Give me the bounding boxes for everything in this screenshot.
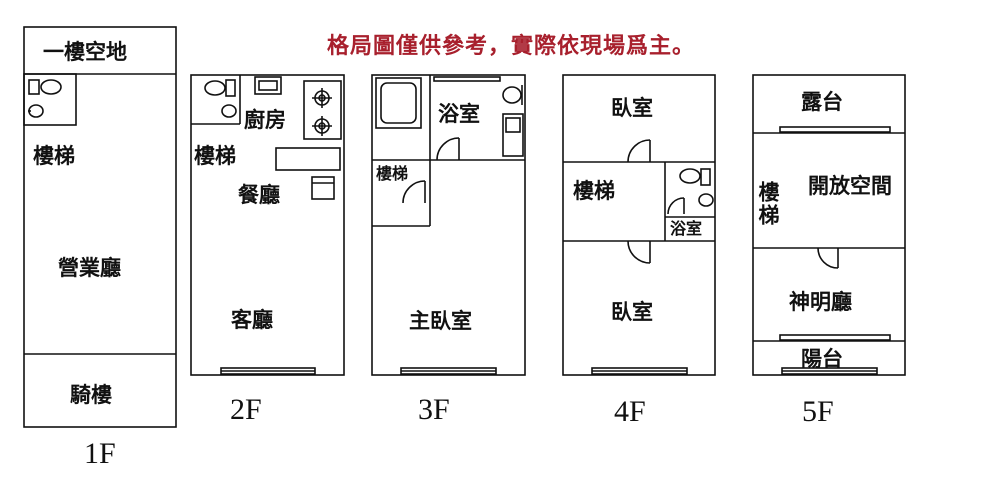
- 3f-room-label: 浴室: [438, 101, 480, 126]
- sink-icon: [254, 76, 282, 95]
- floor-5f-outline: [752, 74, 906, 376]
- 2f-room-label: 餐廳: [238, 182, 280, 207]
- floor-4f-outline: [562, 74, 716, 376]
- 4f-room-label: 浴室: [670, 219, 703, 238]
- 2f-toilet-icon: [204, 79, 237, 118]
- 1f-room-label: 一樓空地: [43, 39, 127, 64]
- floor-5f-plan: [752, 74, 906, 376]
- 1f-room-label: 營業廳: [58, 255, 121, 280]
- 1f-room-label: 騎樓: [70, 382, 112, 407]
- 3f-room-label: 主臥室: [409, 308, 472, 333]
- 3f-room-label: 樓梯: [376, 164, 409, 183]
- 4f-window: [591, 367, 688, 375]
- dining-chair-icon: [311, 176, 335, 200]
- floor-label-1f: 1F: [84, 437, 116, 470]
- floor-1f-outline: [23, 26, 177, 428]
- bathtub-icon: [375, 77, 422, 129]
- floor-1f-plan: [23, 26, 177, 428]
- 3f-toilet-icon: [502, 85, 523, 105]
- 5f-room-label: 樓梯: [756, 181, 781, 227]
- 4f-room-label: 樓梯: [573, 178, 615, 203]
- dining-table-icon: [275, 147, 341, 171]
- 2f-room-label: 樓梯: [194, 143, 236, 168]
- 4f-door-icon: [627, 139, 685, 264]
- 2f-room-label: 客廳: [231, 307, 273, 332]
- stove-icon: [303, 80, 342, 140]
- 3f-window: [400, 367, 497, 375]
- 4f-room-label: 臥室: [611, 299, 653, 324]
- 1f-room-label: 樓梯: [33, 143, 75, 168]
- floor-4f-plan: [562, 74, 716, 376]
- floor-2f-outline: [190, 74, 345, 376]
- 1f-toilet-icon: [28, 79, 62, 118]
- 5f-room-label: 露台: [801, 89, 843, 114]
- floor-3f-plan: [371, 74, 526, 376]
- 4f-toilet-icon: [679, 168, 714, 207]
- 5f-door-icon: [817, 247, 839, 269]
- floor-3f-outline: [371, 74, 526, 376]
- 5f-room-label: 開放空間: [808, 173, 892, 198]
- 5f-railing: [779, 126, 891, 341]
- 5f-room-label: 陽台: [801, 346, 843, 371]
- 5f-room-label: 神明廳: [789, 289, 852, 314]
- 2f-room-label: 廚房: [244, 107, 286, 132]
- 1f-toilet-closet: [23, 73, 77, 126]
- floor-label-5f: 5F: [802, 395, 834, 428]
- floor-label-4f: 4F: [614, 395, 646, 428]
- 3f-door-icon: [402, 137, 460, 204]
- disclaimer-text: 格局圖僅供參考，實際依現場爲主。: [327, 33, 696, 59]
- floor-label-3f: 3F: [418, 393, 450, 426]
- floor-2f-plan: [190, 74, 345, 376]
- 2f-window: [220, 367, 316, 375]
- 4f-room-label: 臥室: [611, 95, 653, 120]
- floor-label-2f: 2F: [230, 393, 262, 426]
- 3f-vanity-icon: [502, 113, 524, 157]
- 5f-window: [781, 367, 878, 375]
